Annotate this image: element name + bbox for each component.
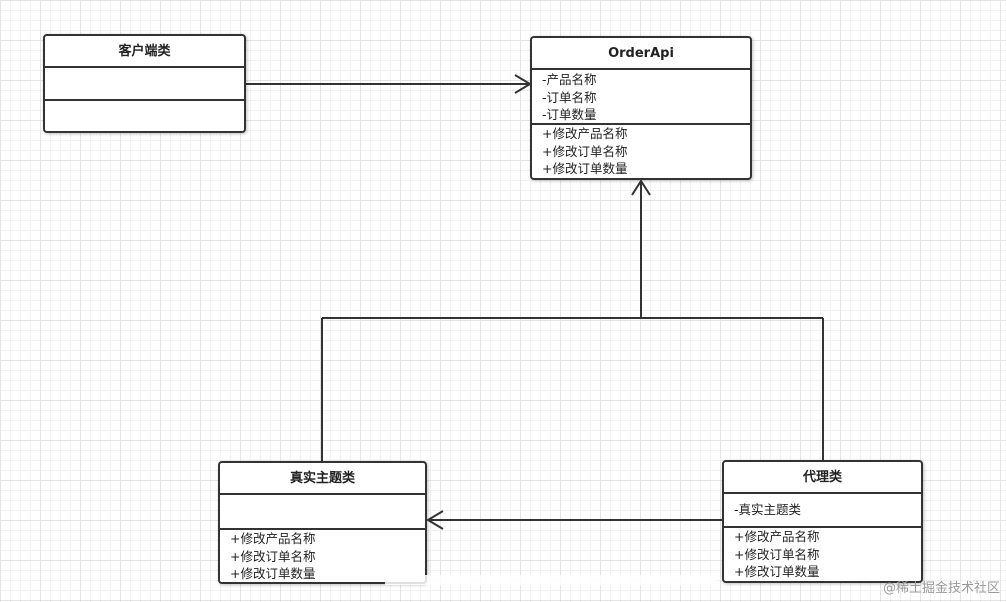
- proxy-attributes: -真实主题类: [724, 494, 921, 528]
- real-subject-methods: +修改产品名称 +修改订单名称 +修改订单数量: [220, 530, 425, 583]
- orderapi-attribute: -订单名称: [542, 89, 597, 105]
- orderapi-attribute: -产品名称: [542, 72, 597, 87]
- real-subject-method: +修改产品名称: [230, 531, 316, 546]
- orderapi-class-name: OrderApi: [532, 38, 750, 70]
- orderapi-method: +修改订单名称: [542, 143, 628, 159]
- real-subject-method: +修改订单数量: [230, 566, 316, 581]
- watermark-wash: [385, 575, 715, 585]
- proxy-method: +修改订单数量: [734, 564, 820, 579]
- proxy-class-box[interactable]: 代理类 -真实主题类 +修改产品名称 +修改订单名称 +修改订单数量: [722, 460, 923, 583]
- orderapi-method: +修改产品名称: [542, 126, 628, 141]
- orderapi-methods: +修改产品名称 +修改订单名称 +修改订单数量: [532, 125, 750, 178]
- orderapi-attributes: -产品名称 -订单名称 -订单数量: [532, 70, 750, 125]
- orderapi-method: +修改订单数量: [542, 161, 628, 176]
- client-class-attributes: [45, 68, 244, 101]
- proxy-method: +修改订单名称: [734, 546, 820, 562]
- proxy-methods: +修改产品名称 +修改订单名称 +修改订单数量: [724, 528, 921, 581]
- orderapi-class-box[interactable]: OrderApi -产品名称 -订单名称 -订单数量 +修改产品名称 +修改订单…: [530, 36, 752, 180]
- orderapi-attribute: -订单数量: [542, 107, 597, 122]
- proxy-class-name: 代理类: [724, 462, 921, 494]
- proxy-method: +修改产品名称: [734, 529, 820, 544]
- client-class-methods: [45, 101, 244, 131]
- proxy-to-real-subject-arrowhead: [426, 510, 444, 530]
- orderapi-realization-arrowhead: [631, 179, 651, 196]
- proxy-attribute: -真实主题类: [734, 502, 802, 517]
- real-subject-method: +修改订单名称: [230, 548, 316, 564]
- watermark-text: @稀土掘金技术社区: [882, 581, 1000, 596]
- real-subject-attributes: [220, 495, 425, 530]
- client-class-box[interactable]: 客户端类: [43, 34, 246, 133]
- real-subject-class-box[interactable]: 真实主题类 +修改产品名称 +修改订单名称 +修改订单数量: [218, 461, 427, 584]
- client-class-name: 客户端类: [45, 36, 244, 68]
- real-subject-class-name: 真实主题类: [220, 463, 425, 495]
